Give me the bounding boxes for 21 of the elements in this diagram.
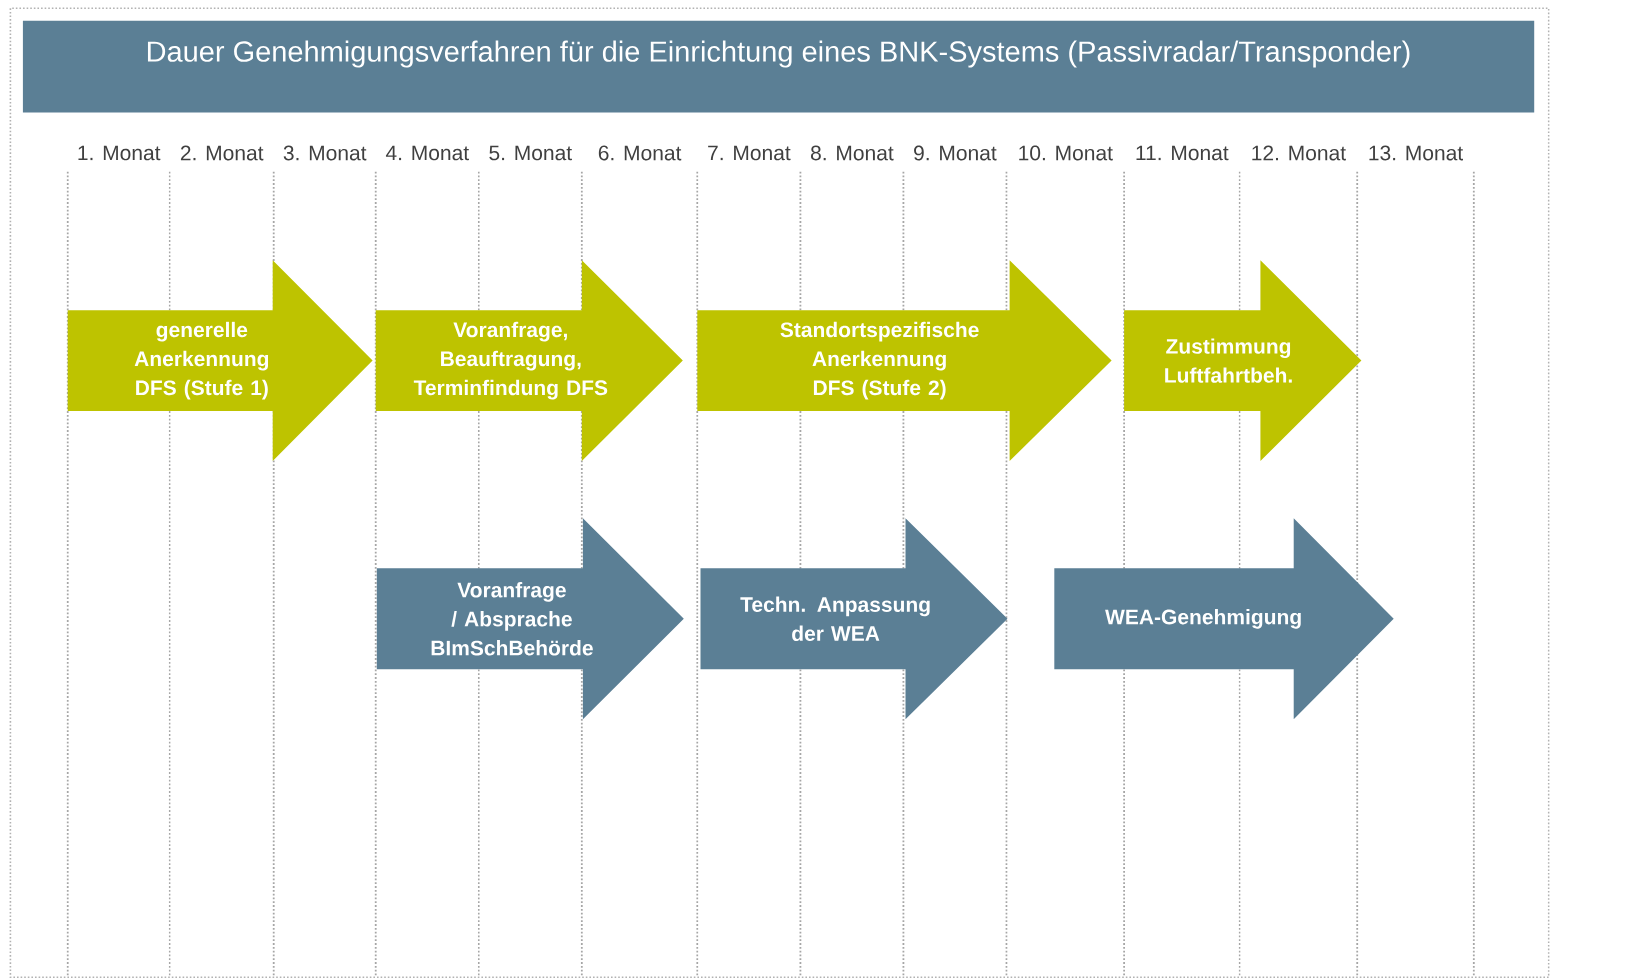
month-label: 9. Monat	[914, 145, 997, 161]
month-label: 6. Monat	[598, 145, 682, 161]
month-label: 8. Monat	[811, 145, 894, 161]
month-label: 12. Monat	[1252, 145, 1346, 161]
month-label: 11. Monat	[1136, 145, 1229, 161]
title-banner: Dauer Genehmigungsverfahren für die Einrichtung eines BNK-Systems (Passivradar/Transponder)	[22, 20, 1535, 113]
month-label: 13. Monat	[1369, 145, 1463, 161]
process-step: generelle Anerkennung DFS (Stufe 1)	[67, 260, 373, 462]
month-label: 5. Monat	[489, 145, 572, 161]
month-label: 4. Monat	[385, 145, 469, 161]
process-step: Voranfrage, Beauftragung, Terminfindung DFS	[375, 260, 683, 462]
process-step: Zustimmung Luftfahrtbeh.	[1124, 260, 1362, 462]
process-step: WEA-Genehmigung	[1054, 518, 1394, 720]
month-label: 3. Monat	[283, 145, 367, 161]
month-label: 10. Monat	[1019, 145, 1113, 161]
process-step: Standortspezifische Anerkennung DFS (Stufe 2)	[697, 260, 1112, 462]
month-label: 7. Monat	[708, 145, 791, 161]
month-label: 1. Monat	[78, 145, 161, 161]
process-step: Techn. Anpassung der WEA	[700, 518, 1008, 720]
month-label: 2. Monat	[180, 145, 264, 161]
process-step: Voranfrage / Absprache BImSchBehörde	[376, 518, 684, 720]
